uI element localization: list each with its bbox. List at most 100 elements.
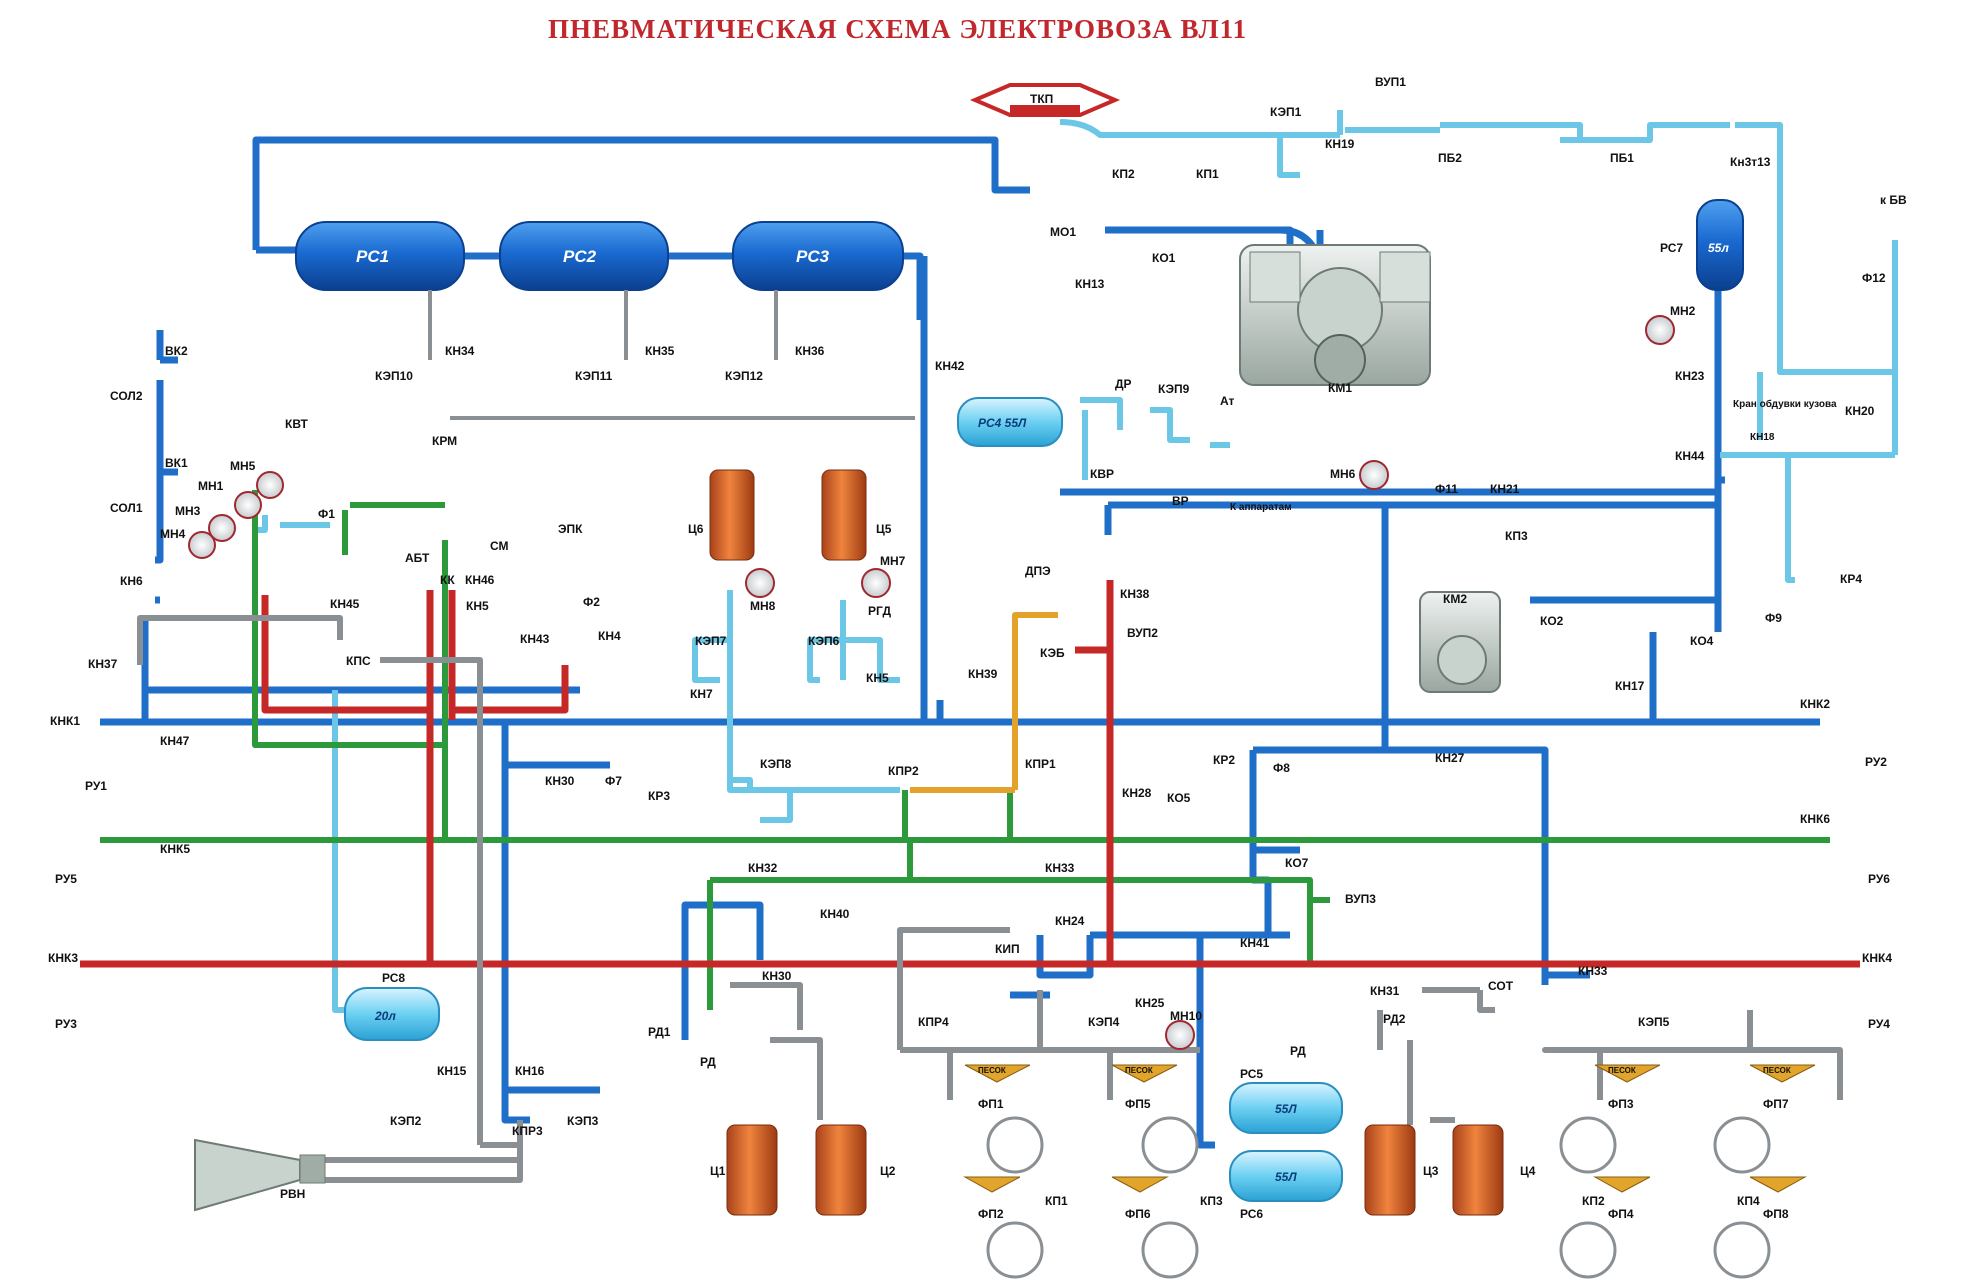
svg-text:МН6: МН6 (1330, 467, 1356, 481)
svg-text:Ц3: Ц3 (1423, 1164, 1439, 1178)
diagram-title: ПНЕВМАТИЧЕСКАЯ СХЕМА ЭЛЕКТРОВОЗА ВЛ11 (548, 14, 1247, 44)
svg-text:КН19: КН19 (1325, 137, 1355, 151)
svg-text:МН5: МН5 (230, 459, 256, 473)
svg-text:СОЛ2: СОЛ2 (110, 389, 143, 403)
svg-text:КН5: КН5 (466, 599, 489, 613)
svg-text:КН45: КН45 (330, 597, 360, 611)
svg-text:КР2: КР2 (1213, 753, 1235, 767)
svg-text:АБТ: АБТ (405, 551, 430, 565)
svg-text:КНК2: КНК2 (1800, 697, 1830, 711)
svg-text:КН33: КН33 (1578, 964, 1608, 978)
orange-pipe (910, 612, 1058, 793)
svg-text:КН17: КН17 (1615, 679, 1645, 693)
svg-text:Ат: Ат (1220, 394, 1235, 408)
svg-text:МН7: МН7 (880, 554, 906, 568)
svg-text:ЭПК: ЭПК (558, 522, 583, 536)
svg-text:КК: КК (440, 573, 455, 587)
svg-text:МО1: МО1 (1050, 225, 1076, 239)
svg-text:Ф12: Ф12 (1862, 271, 1886, 285)
svg-text:МН4: МН4 (160, 527, 186, 541)
svg-text:КН21: КН21 (1490, 482, 1520, 496)
brake-cylinders (709, 469, 1504, 1216)
rs4-label: РС4 55Л (978, 416, 1027, 430)
rs7-label: 55л (1708, 241, 1729, 255)
svg-text:ФП6: ФП6 (1125, 1207, 1151, 1221)
svg-text:КП2: КП2 (1112, 167, 1135, 181)
reservoir-rs3: РС3 (732, 221, 904, 291)
svg-text:КН18: КН18 (1750, 432, 1775, 443)
km1-label: КМ1 (1328, 381, 1352, 395)
svg-text:КН34: КН34 (445, 344, 475, 358)
rs5-label: 55Л (1275, 1102, 1297, 1116)
svg-text:ФП5: ФП5 (1125, 1097, 1151, 1111)
svg-text:КН43: КН43 (520, 632, 550, 646)
svg-text:ВК1: ВК1 (165, 456, 188, 470)
svg-text:КПР4: КПР4 (918, 1015, 949, 1029)
svg-text:РД1: РД1 (648, 1025, 671, 1039)
rs7-name: РС7 (1660, 241, 1683, 255)
svg-text:РД: РД (700, 1055, 716, 1069)
rs3-label: РС3 (796, 247, 830, 266)
svg-text:ФП1: ФП1 (978, 1097, 1004, 1111)
svg-text:РГД: РГД (868, 604, 892, 618)
svg-text:ВК2: ВК2 (165, 344, 188, 358)
svg-text:КЭП4: КЭП4 (1088, 1015, 1120, 1029)
svg-text:КЭП12: КЭП12 (725, 369, 763, 383)
svg-text:КО1: КО1 (1152, 251, 1176, 265)
svg-text:КО7: КО7 (1285, 856, 1309, 870)
svg-text:КН27: КН27 (1435, 751, 1465, 765)
svg-text:РУ4: РУ4 (1868, 1017, 1890, 1031)
reservoir-rs4: РС4 55Л (957, 397, 1063, 447)
svg-text:КН4: КН4 (598, 629, 621, 643)
svg-text:МН8: МН8 (750, 599, 776, 613)
svg-text:РУ5: РУ5 (55, 872, 77, 886)
svg-text:КР4: КР4 (1840, 572, 1862, 586)
svg-text:КНК4: КНК4 (1862, 951, 1892, 965)
rs8-label: 20л (374, 1009, 396, 1023)
svg-text:КНК3: КНК3 (48, 951, 78, 965)
svg-text:МН3: МН3 (175, 504, 201, 518)
svg-text:КН35: КН35 (645, 344, 675, 358)
svg-text:КО5: КО5 (1167, 791, 1191, 805)
svg-text:Кран обдувки кузова: Кран обдувки кузова (1733, 398, 1837, 410)
light-blue-pipes (253, 110, 1898, 1013)
svg-text:КЭП2: КЭП2 (390, 1114, 422, 1128)
svg-text:КН40: КН40 (820, 907, 850, 921)
svg-text:Ф2: Ф2 (583, 595, 600, 609)
svg-text:Ц6: Ц6 (688, 522, 704, 536)
svg-text:РД2: РД2 (1383, 1012, 1406, 1026)
pressure-gauges (188, 315, 1675, 1050)
svg-text:КН44: КН44 (1675, 449, 1705, 463)
reservoir-rs2: РС2 (499, 221, 669, 291)
svg-text:КЭП9: КЭП9 (1158, 382, 1190, 396)
svg-text:КН24: КН24 (1055, 914, 1085, 928)
reservoir-rs7: 55л РС7 (1660, 199, 1744, 291)
svg-text:ФП4: ФП4 (1608, 1207, 1634, 1221)
svg-text:РД: РД (1290, 1044, 1306, 1058)
svg-text:КПС: КПС (346, 654, 371, 668)
svg-text:КПР3: КПР3 (512, 1124, 543, 1138)
svg-text:Ф8: Ф8 (1273, 761, 1290, 775)
svg-text:Ф7: Ф7 (605, 774, 622, 788)
svg-text:КН13: КН13 (1075, 277, 1105, 291)
svg-text:РУ3: РУ3 (55, 1017, 77, 1031)
svg-text:КВТ: КВТ (285, 417, 309, 431)
rs1-label: РС1 (356, 247, 389, 266)
svg-text:КО2: КО2 (1540, 614, 1564, 628)
pesok-labels: ПЕСОК ПЕСОК ПЕСОК ПЕСОК (978, 1066, 1791, 1075)
svg-text:КН30: КН30 (545, 774, 575, 788)
svg-text:КВР: КВР (1090, 467, 1114, 481)
svg-text:КЭП6: КЭП6 (808, 634, 840, 648)
svg-text:ФП7: ФП7 (1763, 1097, 1789, 1111)
tkp-device (969, 83, 1121, 117)
svg-text:РВН: РВН (280, 1187, 305, 1201)
horn-rvn (194, 1138, 326, 1212)
rs6-name: РС6 (1240, 1207, 1263, 1221)
compressor-km1: КМ1 (1239, 244, 1431, 395)
svg-text:ФП3: ФП3 (1608, 1097, 1634, 1111)
svg-text:КН46: КН46 (465, 573, 495, 587)
reservoir-rs1: РС1 (295, 221, 465, 291)
svg-text:КН47: КН47 (160, 734, 190, 748)
svg-text:КН6: КН6 (120, 574, 143, 588)
svg-text:КН7: КН7 (690, 687, 713, 701)
